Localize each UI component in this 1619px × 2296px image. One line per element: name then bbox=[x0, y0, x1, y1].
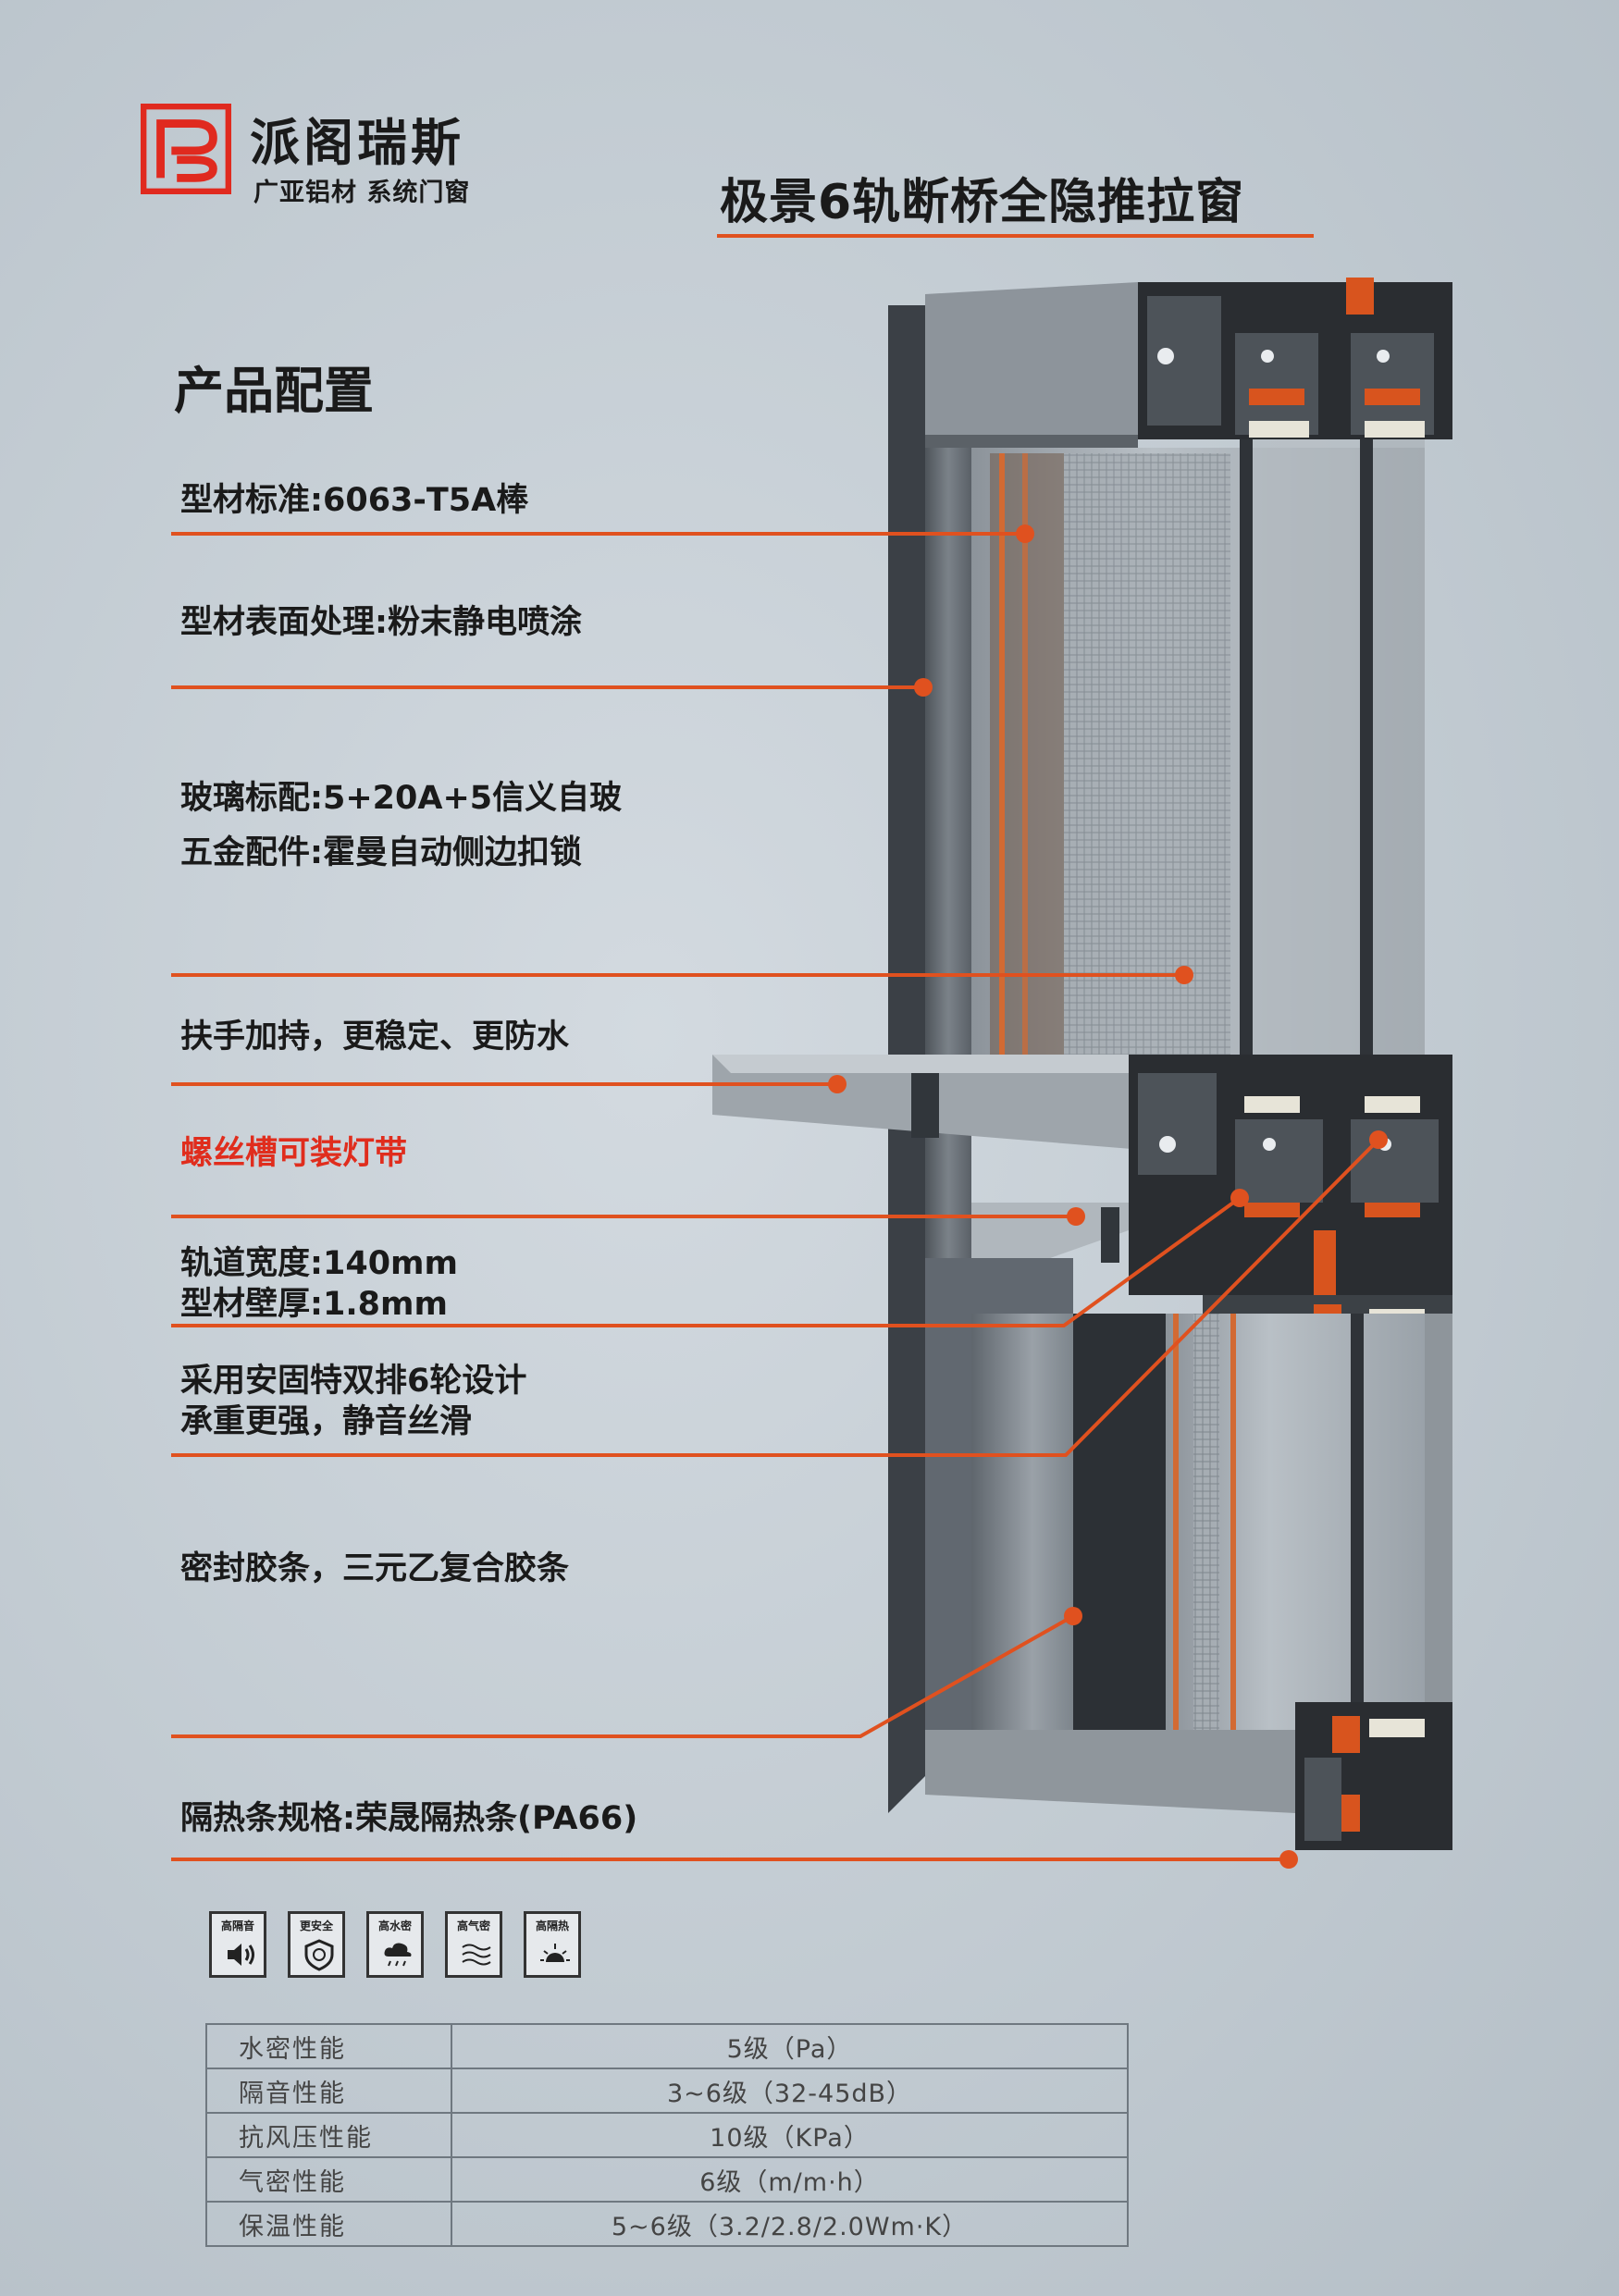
table-cell-property: 气密性能 bbox=[205, 2156, 452, 2203]
spec-track-width: 轨道宽度:140mm bbox=[180, 1245, 458, 1282]
feature-air-tightness: 高气密 bbox=[445, 1911, 502, 1978]
table-row: 隔音性能 3~6级（32-45dB） bbox=[205, 2068, 1129, 2114]
title-underline bbox=[717, 234, 1314, 238]
spec-load-bearing: 承重更强，静音丝滑 bbox=[180, 1403, 473, 1440]
callout-dots bbox=[828, 525, 1388, 1869]
table-cell-value: 3~6级（32-45dB） bbox=[451, 2068, 1129, 2114]
spec-armrest: 扶手加持，更稳定、更防水 bbox=[180, 1018, 570, 1055]
rain-cloud-icon bbox=[384, 1943, 412, 1967]
spec-seal-strip: 密封胶条，三元乙复合胶条 bbox=[180, 1550, 570, 1587]
spec-thermal-break: 隔热条规格:荣晟隔热条(PA66) bbox=[180, 1800, 638, 1837]
brand-name: 派阁瑞斯 bbox=[250, 114, 464, 172]
spec-wheel-design: 采用安固特双排6轮设计 bbox=[180, 1363, 527, 1400]
feature-sound-insulation: 高隔音 bbox=[209, 1911, 266, 1978]
spec-surface-treatment: 型材表面处理:粉末静电喷涂 bbox=[180, 604, 582, 641]
table-cell-value: 6级（m/m·h） bbox=[451, 2156, 1129, 2203]
lower-panel bbox=[971, 1314, 1073, 1776]
speaker-icon bbox=[228, 1944, 254, 1966]
brand-subtitle: 广亚铝材 系统门窗 bbox=[253, 179, 471, 207]
table-cell-property: 隔音性能 bbox=[205, 2068, 452, 2114]
page-title: 极景6轨断桥全隐推拉窗 bbox=[720, 175, 1245, 230]
logo-mark-icon bbox=[141, 104, 231, 194]
wind-wave-icon bbox=[462, 1944, 491, 1966]
spec-profile-standard: 型材标准:6063-T5A棒 bbox=[180, 482, 529, 519]
performance-table: 水密性能 5级（Pa） 隔音性能 3~6级（32-45dB） 抗风压性能 10级… bbox=[205, 2023, 1129, 2247]
table-cell-property: 保温性能 bbox=[205, 2201, 452, 2247]
sun-icon bbox=[540, 1944, 570, 1962]
spec-wall-thickness: 型材壁厚:1.8mm bbox=[180, 1286, 448, 1323]
table-cell-property: 抗风压性能 bbox=[205, 2112, 452, 2158]
table-row: 保温性能 5~6级（3.2/2.8/2.0Wm·K） bbox=[205, 2201, 1129, 2247]
shield-icon bbox=[304, 1939, 334, 1971]
table-cell-property: 水密性能 bbox=[205, 2023, 452, 2069]
table-row: 水密性能 5级（Pa） bbox=[205, 2023, 1129, 2069]
feature-safety: 更安全 bbox=[288, 1911, 345, 1978]
callout-lines bbox=[171, 532, 1380, 1861]
table-cell-value: 5~6级（3.2/2.8/2.0Wm·K） bbox=[451, 2201, 1129, 2247]
table-row: 气密性能 6级（m/m·h） bbox=[205, 2156, 1129, 2203]
feature-heat-insulation: 高隔热 bbox=[524, 1911, 581, 1978]
table-cell-value: 5级（Pa） bbox=[451, 2023, 1129, 2069]
spec-glass: 玻璃标配:5+20A+5信义自玻 bbox=[180, 780, 623, 817]
spec-screw-slot: 螺丝槽可装灯带 bbox=[180, 1135, 408, 1172]
table-row: 抗风压性能 10级（KPa） bbox=[205, 2112, 1129, 2158]
section-title: 产品配置 bbox=[174, 362, 374, 420]
feature-water-tightness: 高水密 bbox=[366, 1911, 424, 1978]
table-cell-value: 10级（KPa） bbox=[451, 2112, 1129, 2158]
spec-hardware: 五金配件:霍曼自动侧边扣锁 bbox=[180, 834, 582, 871]
brand-logo: 派阁瑞斯 广亚铝材 系统门窗 bbox=[141, 104, 538, 207]
